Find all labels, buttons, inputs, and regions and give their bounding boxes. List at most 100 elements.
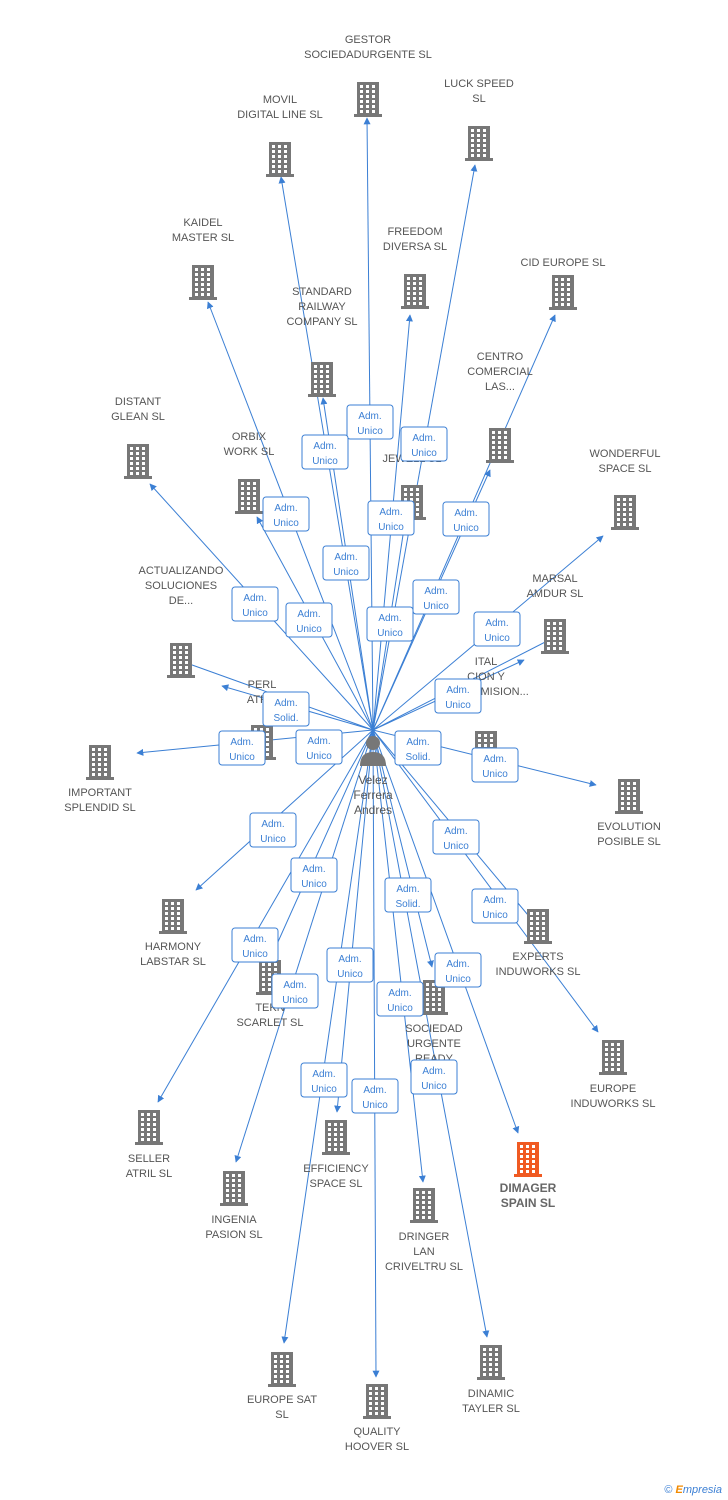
company-centro[interactable]: CENTROCOMERCIALLAS... xyxy=(467,351,533,463)
building-icon[interactable] xyxy=(486,428,514,463)
window-icon xyxy=(340,1143,343,1146)
role-badge[interactable]: Adm.Unico xyxy=(285,602,333,638)
company-name-line: LUCK SPEED xyxy=(444,78,514,90)
role-badge[interactable]: Adm.Unico xyxy=(471,747,519,783)
role-badge[interactable]: Adm.Unico xyxy=(412,579,460,615)
role-badge[interactable]: Adm.Unico xyxy=(300,1062,348,1098)
role-badge[interactable]: Adm.Unico xyxy=(471,888,519,924)
role-badge[interactable]: Adm.Unico xyxy=(434,678,482,714)
company-actualizando[interactable]: ACTUALIZANDOSOLUCIONESDE... xyxy=(139,565,224,678)
role-badge[interactable]: Adm.Unico xyxy=(290,857,338,893)
building-icon[interactable] xyxy=(189,265,217,300)
role-badge[interactable]: Adm.Unico xyxy=(376,981,424,1017)
building-icon[interactable] xyxy=(235,479,263,514)
window-icon xyxy=(426,993,429,996)
building-icon[interactable] xyxy=(124,444,152,479)
building-icon[interactable] xyxy=(354,82,382,117)
building-icon[interactable] xyxy=(514,1142,542,1177)
building-icon[interactable] xyxy=(615,779,643,814)
window-icon xyxy=(477,139,480,142)
role-badge[interactable]: Adm.Unico xyxy=(346,404,394,440)
role-badge[interactable]: Adm.Unico xyxy=(442,501,490,537)
building-icon[interactable] xyxy=(266,142,294,177)
role-badge[interactable]: Adm.Unico xyxy=(326,947,374,983)
window-icon xyxy=(553,632,556,635)
role-badge[interactable]: Adm.Unico xyxy=(231,586,279,622)
role-badge[interactable]: Adm.Unico xyxy=(366,606,414,642)
role-badge[interactable]: Adm.Unico xyxy=(262,496,310,532)
building-icon[interactable] xyxy=(220,1171,248,1206)
building-icon[interactable] xyxy=(611,495,639,530)
company-cid[interactable]: CID EUROPE SL xyxy=(521,257,606,310)
building-icon[interactable] xyxy=(159,899,187,934)
role-badge[interactable]: Adm.Unico xyxy=(434,952,482,988)
role-badge[interactable]: Adm.Unico xyxy=(271,973,319,1009)
window-icon xyxy=(375,1407,378,1410)
role-badge[interactable]: Adm.Unico xyxy=(351,1078,399,1114)
role-badge[interactable]: Adm.Unico xyxy=(473,611,521,647)
building-icon[interactable] xyxy=(86,745,114,780)
role-badge[interactable]: Adm.Unico xyxy=(322,545,370,581)
role-badge[interactable]: Adm.Solid. xyxy=(262,691,310,727)
role-badge[interactable]: Adm.Solid. xyxy=(384,877,432,913)
window-icon xyxy=(617,1063,620,1066)
building-icon[interactable] xyxy=(135,1110,163,1145)
role-badge[interactable]: Adm.Unico xyxy=(231,927,279,963)
role-badge[interactable]: Adm.Unico xyxy=(301,434,349,470)
building-icon[interactable] xyxy=(477,1345,505,1380)
role-badge[interactable]: Adm.Unico xyxy=(400,426,448,462)
window-icon xyxy=(165,907,168,910)
building-icon[interactable] xyxy=(420,980,448,1015)
building-icon[interactable] xyxy=(524,909,552,944)
role-badge[interactable]: Adm.Unico xyxy=(367,500,415,536)
building-icon[interactable] xyxy=(167,643,195,678)
building-icon[interactable] xyxy=(363,1384,391,1419)
role-text: Adm. xyxy=(485,618,508,629)
role-badge[interactable]: Adm.Unico xyxy=(218,730,266,766)
role-text: Adm. xyxy=(454,508,477,519)
window-icon xyxy=(410,488,413,491)
building-icon[interactable] xyxy=(401,274,429,309)
window-icon xyxy=(153,1138,156,1141)
building-icon[interactable] xyxy=(322,1120,350,1155)
window-icon xyxy=(416,1196,419,1199)
building-icon[interactable] xyxy=(268,1352,296,1387)
building-icon[interactable] xyxy=(541,619,569,654)
building-icon[interactable] xyxy=(465,126,493,161)
role-badge[interactable]: Adm.Unico xyxy=(249,812,297,848)
building-icon[interactable] xyxy=(410,1188,438,1223)
building-icon[interactable] xyxy=(308,362,336,397)
building-icon[interactable] xyxy=(549,275,577,310)
building-icon[interactable] xyxy=(599,1040,627,1075)
role-badge[interactable]: Adm.Unico xyxy=(295,729,343,765)
role-badge[interactable]: Adm.Solid. xyxy=(394,730,442,766)
role-badge[interactable]: Adm.Unico xyxy=(410,1059,458,1095)
window-icon xyxy=(416,1211,419,1214)
window-icon xyxy=(147,1128,150,1131)
role-badge[interactable]: Adm.Unico xyxy=(432,819,480,855)
